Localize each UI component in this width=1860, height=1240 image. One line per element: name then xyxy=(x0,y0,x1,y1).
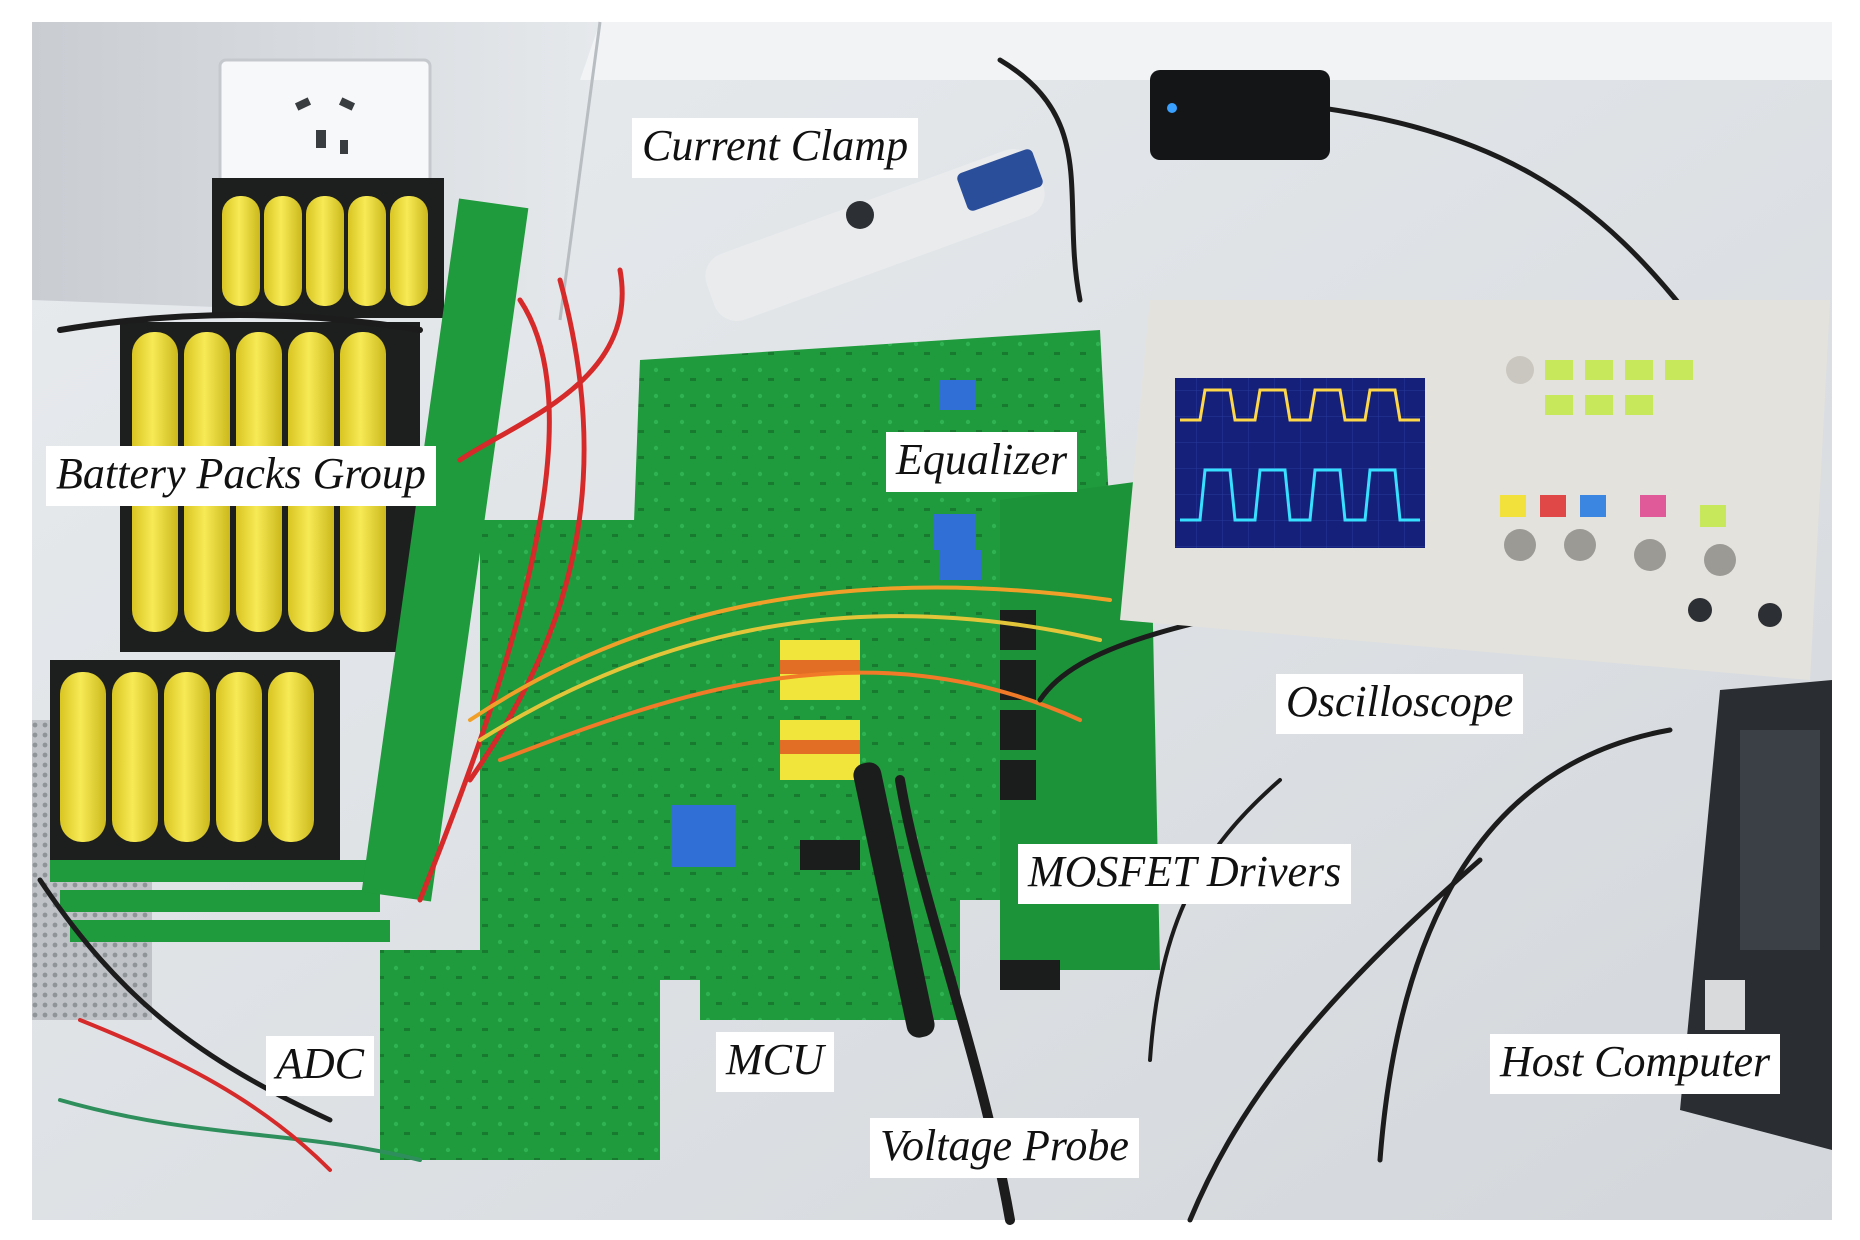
power-adapter-icon xyxy=(1150,70,1330,160)
label-current-clamp: Current Clamp xyxy=(632,118,919,178)
label-mosfet-drivers: MOSFET Drivers xyxy=(1018,844,1352,904)
label-battery-packs-group: Battery Packs Group xyxy=(46,446,436,506)
laptop-icon xyxy=(1680,680,1832,1150)
label-voltage-probe: Voltage Probe xyxy=(870,1118,1139,1178)
oscilloscope-icon xyxy=(1120,300,1830,680)
label-mcu: MCU xyxy=(716,1032,834,1092)
battery-packs xyxy=(50,178,529,942)
label-oscilloscope: Oscilloscope xyxy=(1276,674,1524,734)
label-host-computer: Host Computer xyxy=(1490,1034,1781,1094)
label-adc: ADC xyxy=(266,1036,374,1096)
label-equalizer: Equalizer xyxy=(886,432,1078,492)
battery-cell-icon xyxy=(222,196,428,306)
wall-socket-icon xyxy=(218,58,432,212)
current-clamp-icon xyxy=(705,149,1045,321)
